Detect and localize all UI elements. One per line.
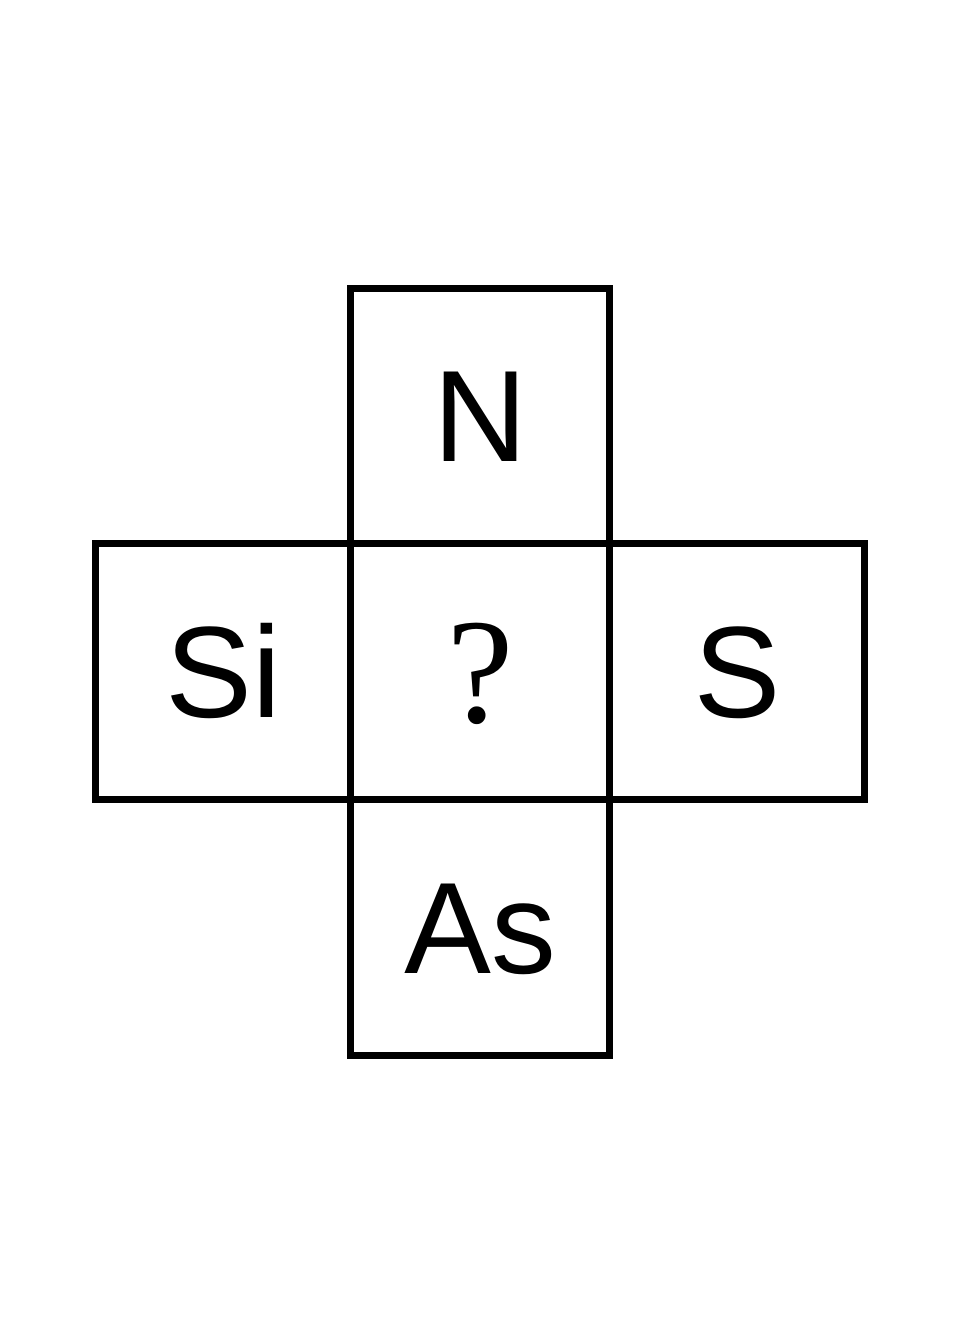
cell-top-label: N bbox=[433, 343, 527, 489]
cell-bottom-label: As bbox=[404, 854, 556, 1001]
cell-right: S bbox=[606, 540, 868, 803]
cell-center-label: ? bbox=[446, 588, 514, 755]
cell-left-label: Si bbox=[165, 598, 281, 745]
cell-right-label: S bbox=[693, 598, 781, 745]
cell-bottom: As bbox=[347, 796, 613, 1059]
cell-left: Si bbox=[92, 540, 354, 803]
cell-top: N bbox=[347, 285, 613, 547]
cell-center: ? bbox=[347, 540, 613, 803]
